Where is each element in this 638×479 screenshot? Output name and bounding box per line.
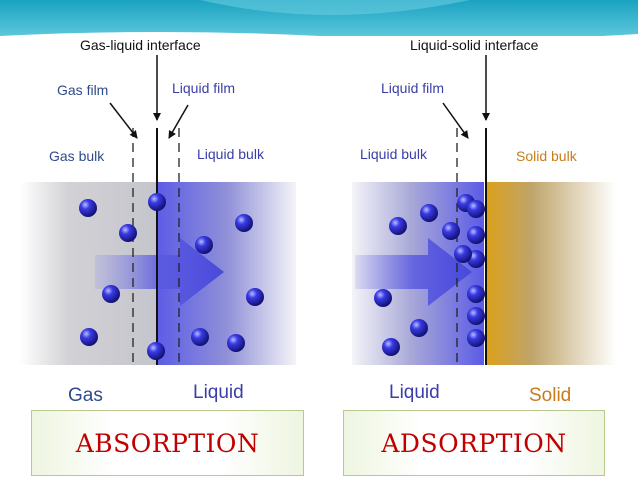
molecule-sphere-icon [467, 329, 485, 347]
gas-film-label: Gas film [57, 82, 108, 98]
liquid-phase-label-adsorption: Liquid [389, 382, 440, 403]
flow-arrow-icon [95, 238, 224, 306]
molecule-sphere-icon [148, 193, 166, 211]
molecule-sphere-icon [410, 319, 428, 337]
molecule-sphere-icon [374, 289, 392, 307]
liquid-bulk-label: Liquid bulk [197, 146, 265, 162]
absorption-banner: ABSORPTION [31, 410, 304, 476]
molecules-adsorption [374, 194, 485, 356]
molecule-sphere-icon [467, 226, 485, 244]
pointer-arrow-icon [109, 102, 138, 139]
molecule-sphere-icon [80, 328, 98, 346]
molecule-sphere-icon [195, 236, 213, 254]
molecule-sphere-icon [467, 307, 485, 325]
molecule-sphere-icon [235, 214, 253, 232]
flow-arrow-icon [355, 238, 472, 306]
absorption-title: ABSORPTION [75, 428, 260, 458]
header-wave [0, 32, 638, 40]
molecule-sphere-icon [147, 342, 165, 360]
molecule-sphere-icon [420, 204, 438, 222]
molecule-sphere-icon [389, 217, 407, 235]
solid-phase-label: Solid [529, 385, 571, 406]
molecule-sphere-icon [119, 224, 137, 242]
molecule-sphere-icon [191, 328, 209, 346]
molecule-sphere-icon [227, 334, 245, 352]
liquid-phase-label: Liquid [193, 382, 244, 403]
solid-region [486, 182, 616, 365]
liquid-film-label: Liquid film [172, 80, 235, 96]
molecule-sphere-icon [467, 285, 485, 303]
adsorption-title: ADSORPTION [381, 428, 567, 458]
molecule-sphere-icon [467, 200, 485, 218]
molecule-sphere-icon [382, 338, 400, 356]
molecule-sphere-icon [102, 285, 120, 303]
adsorption-banner: ADSORPTION [343, 410, 605, 476]
pointer-arrow-icon [168, 104, 189, 139]
liquid-bulk-label-adsorption: Liquid bulk [360, 146, 428, 162]
molecule-sphere-icon [246, 288, 264, 306]
molecules-absorption [79, 193, 264, 360]
liquid-film-label-adsorption: Liquid film [381, 80, 444, 96]
pointer-arrow-icon [442, 102, 469, 139]
gas-phase-label: Gas [68, 385, 103, 406]
molecule-sphere-icon [79, 199, 97, 217]
molecule-sphere-icon [442, 222, 460, 240]
gas-liquid-interface-label: Gas-liquid interface [80, 37, 201, 53]
liquid-solid-interface-label: Liquid-solid interface [410, 37, 539, 53]
header-curve [200, 0, 470, 15]
molecule-sphere-icon [454, 245, 472, 263]
solid-bulk-label: Solid bulk [516, 148, 578, 164]
gas-bulk-label: Gas bulk [49, 148, 105, 164]
